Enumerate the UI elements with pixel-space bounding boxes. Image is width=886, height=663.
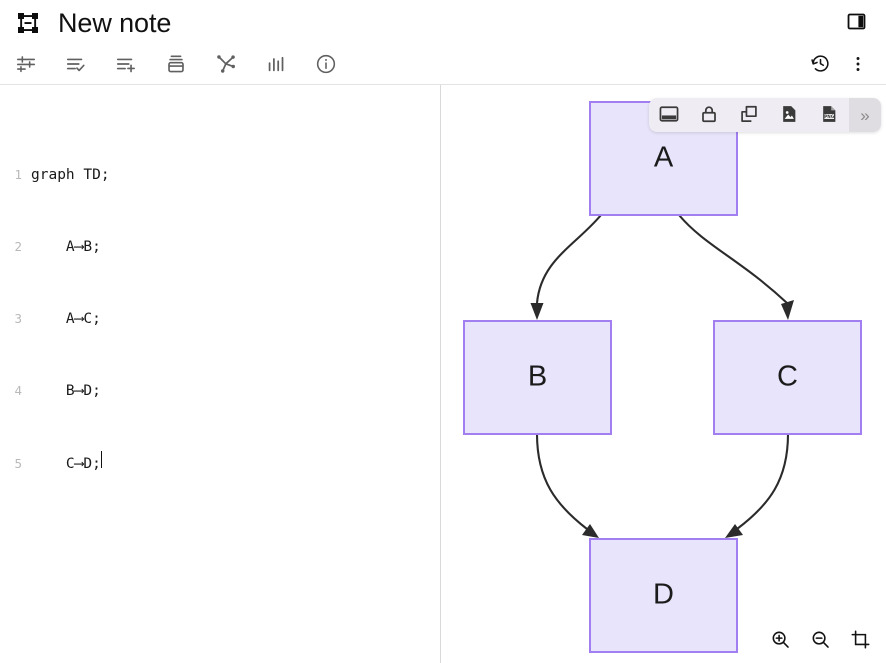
arrow-head — [781, 300, 794, 320]
png-file-icon: PNG — [819, 104, 839, 127]
code-editor-pane[interactable]: 1 graph TD; 2 A⟶B; 3 A⟶C; 4 B⟶D; 5 — [0, 85, 440, 663]
diagram-node-c[interactable]: C — [713, 320, 862, 435]
node-label-a: A — [654, 142, 674, 174]
split-panel-icon — [847, 12, 866, 34]
line-number: 5 — [14, 456, 22, 471]
line-text: C⟶D; — [31, 456, 101, 472]
lock-button[interactable] — [689, 98, 729, 132]
zoom-controls — [766, 627, 874, 655]
toolbar-left-group — [8, 53, 338, 77]
settings-sliders-button[interactable] — [14, 53, 38, 77]
edge-a-c — [678, 214, 794, 320]
diagram-node-d[interactable]: D — [589, 538, 738, 653]
crop-fit-icon — [850, 629, 871, 653]
more-options-button[interactable] — [846, 53, 870, 77]
toolbar-right-group — [808, 53, 874, 77]
panel-bottom-icon — [659, 104, 679, 127]
history-button[interactable] — [808, 53, 832, 77]
more-vertical-icon — [848, 54, 868, 77]
line-number: 3 — [14, 311, 22, 326]
image-file-icon — [779, 104, 799, 127]
code-editor[interactable]: 1 graph TD; 2 A⟶B; 3 A⟶C; 4 B⟶D; 5 — [0, 85, 440, 547]
diagram-node-b[interactable]: B — [463, 320, 612, 435]
titlebar-actions — [842, 9, 870, 37]
history-clock-icon — [810, 53, 831, 77]
code-line[interactable]: 3 A⟶C; — [0, 307, 440, 331]
arrow-head — [530, 303, 544, 320]
add-list-item-button[interactable] — [114, 53, 138, 77]
zoom-in-button[interactable] — [766, 627, 794, 655]
line-text: B⟶D; — [31, 383, 101, 399]
transform-bounding-box-icon — [13, 8, 43, 38]
zoom-out-button[interactable] — [806, 627, 834, 655]
text-caret — [100, 451, 102, 468]
graph-button[interactable] — [214, 53, 238, 77]
card-stack-icon — [165, 53, 187, 78]
chevron-double-right-icon: » — [860, 105, 870, 125]
line-number: 4 — [14, 383, 22, 398]
pane-splitter[interactable] — [440, 85, 441, 663]
expand-toolbar-button[interactable]: » — [849, 98, 881, 132]
main-split-view: 1 graph TD; 2 A⟶B; 3 A⟶C; 4 B⟶D; 5 — [0, 85, 886, 663]
copy-layers-icon — [739, 104, 759, 127]
bar-chart-icon — [265, 53, 287, 78]
line-text: A⟶C; — [31, 311, 101, 327]
chart-button[interactable] — [264, 53, 288, 77]
node-label-d: D — [653, 579, 674, 611]
list-check-icon — [65, 53, 87, 78]
line-text: graph TD; — [31, 167, 110, 183]
magnifier-plus-icon — [770, 629, 791, 653]
edge-b-d — [535, 433, 599, 538]
magnifier-minus-icon — [810, 629, 831, 653]
code-line[interactable]: 4 B⟶D; — [0, 379, 440, 403]
export-image-button[interactable] — [769, 98, 809, 132]
toggle-side-panel-button[interactable] — [842, 9, 870, 37]
diagram-floating-toolbar: PNG » — [649, 98, 881, 132]
node-label-c: C — [777, 361, 798, 393]
fit-to-view-button[interactable] — [846, 627, 874, 655]
code-line[interactable]: 5 C⟶D; — [0, 451, 440, 475]
sliders-icon — [15, 53, 37, 78]
line-number: 1 — [14, 167, 22, 182]
card-stack-button[interactable] — [164, 53, 188, 77]
info-circle-icon — [315, 53, 337, 78]
arrow-head — [582, 524, 599, 538]
formatting-toolbar — [0, 46, 886, 85]
lock-icon — [699, 104, 719, 127]
node-label-b: B — [528, 361, 547, 393]
mermaid-diagram: A B C D — [463, 101, 862, 653]
panel-view-button[interactable] — [649, 98, 689, 132]
info-button[interactable] — [314, 53, 338, 77]
code-line[interactable]: 2 A⟶B; — [0, 235, 440, 259]
titlebar: New note — [0, 0, 886, 46]
export-png-button[interactable]: PNG — [809, 98, 849, 132]
edge-a-b — [530, 214, 602, 320]
node-graph-icon — [215, 53, 237, 78]
task-list-button[interactable] — [64, 53, 88, 77]
page-title: New note — [58, 7, 172, 38]
line-number: 2 — [14, 239, 22, 254]
arrow-head — [725, 524, 743, 538]
line-text: A⟶B; — [31, 239, 101, 255]
svg-text:PNG: PNG — [824, 113, 835, 118]
diagram-preview-pane[interactable]: A B C D — [441, 85, 886, 663]
list-plus-icon — [115, 53, 137, 78]
code-line[interactable]: 1 graph TD; — [0, 163, 440, 187]
edge-c-d — [725, 433, 790, 538]
duplicate-button[interactable] — [729, 98, 769, 132]
